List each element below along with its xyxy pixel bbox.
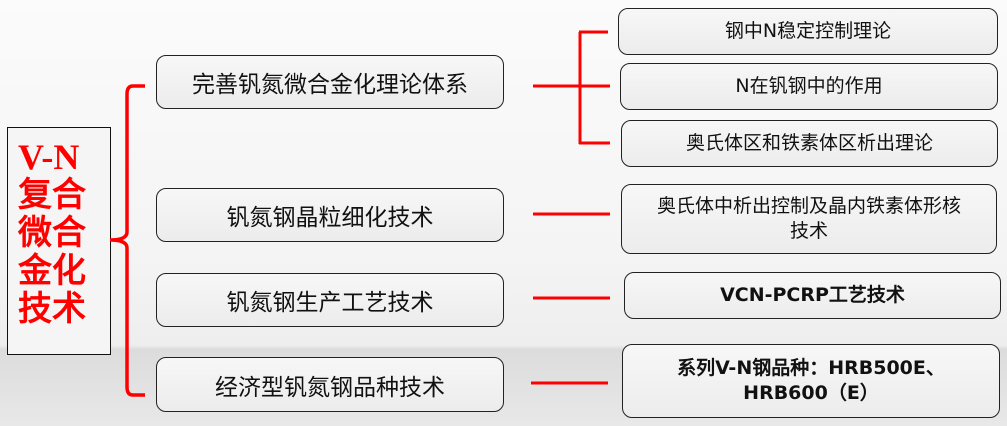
leaf-4-1: 系列V-N钢品种：HRB500E、HRB600（E） [622, 344, 1000, 418]
branch-1: 完善钒氮微合金化理论体系 [156, 55, 504, 109]
root-node: V-N 复合 微合 金化 技术 [7, 127, 111, 355]
branch-3: 钒氮钢生产工艺技术 [156, 273, 504, 327]
root-line-1: V-N [18, 137, 80, 177]
leaf-1-3: 奥氏体区和铁素体区析出理论 [621, 120, 998, 167]
root-line-5: 技术 [18, 289, 86, 329]
root-line-4: 金化 [18, 251, 86, 291]
leaf-1-2: N在钒钢中的作用 [620, 63, 998, 110]
branch-4: 经济型钒氮钢品种技术 [156, 357, 504, 412]
root-line-2: 复合 [18, 175, 86, 215]
leaf-3-1: VCN-PCRP工艺技术 [624, 272, 1001, 319]
leaf-1-1: 钢中N稳定控制理论 [618, 8, 998, 55]
main-brace [109, 84, 145, 397]
branch-2: 钒氮钢晶粒细化技术 [156, 188, 504, 242]
root-line-3: 微合 [18, 213, 86, 253]
leaf-2-1: 奥氏体中析出控制及晶内铁素体形核技术 [621, 184, 997, 254]
